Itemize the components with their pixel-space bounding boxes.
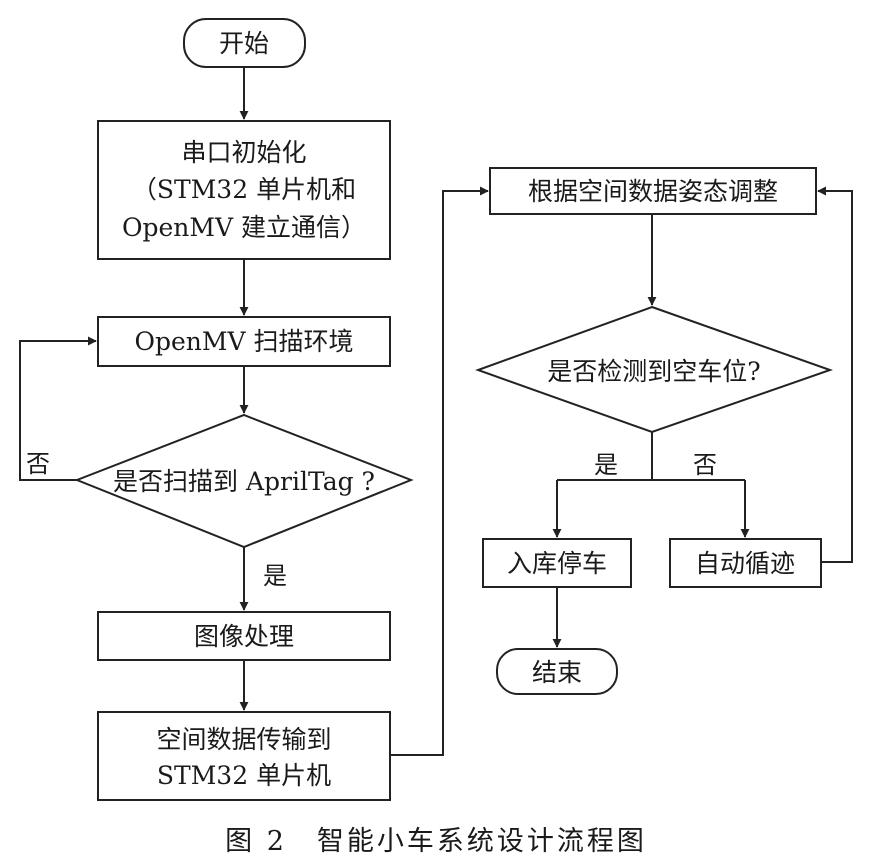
- node-adjust: 根据空间数据姿态调整: [489, 167, 817, 215]
- init-line-1: 串口初始化: [181, 138, 306, 167]
- edge-label-d2-yes: 是: [594, 451, 618, 479]
- process-transfer: [97, 711, 391, 801]
- process-image-label: 图像处理: [194, 622, 294, 651]
- process-follow: [669, 538, 822, 588]
- edge-label-d1-yes: 是: [263, 562, 287, 590]
- edge-label-d2-no: 否: [693, 451, 717, 479]
- park-label: 入库停车: [507, 549, 607, 578]
- edge-follow-loop: [817, 186, 853, 563]
- node-process-image: 图像处理: [97, 611, 391, 661]
- start-label: 开始: [219, 29, 269, 58]
- node-start: 开始: [183, 18, 306, 68]
- process-adjust: [489, 167, 817, 215]
- edge-label-d1-no: 否: [26, 450, 50, 478]
- decision-parking-space: [475, 305, 834, 434]
- process-image: [97, 611, 391, 661]
- init-line-3: OpenMV 建立通信）: [122, 213, 366, 242]
- init-line-2: （STM32 单片机和: [132, 175, 356, 204]
- process-park: [482, 538, 632, 588]
- edge-decision1-no-loop: [19, 336, 97, 481]
- edge-transfer-to-adjust: [390, 186, 489, 756]
- node-transfer: 空间数据传输到 STM32 单片机: [97, 711, 391, 801]
- process-scan: [97, 316, 391, 367]
- node-park: 入库停车: [482, 538, 632, 588]
- node-scan: OpenMV 扫描环境: [97, 316, 391, 367]
- edges: [19, 67, 853, 756]
- transfer-line-1: 空间数据传输到: [156, 725, 331, 754]
- decision1-label: 是否扫描到 AprilTag ?: [113, 467, 375, 496]
- follow-label: 自动循迹: [695, 549, 795, 578]
- transfer-line-2: STM32 单片机: [157, 761, 331, 790]
- node-end: 结束: [496, 648, 618, 695]
- scan-label: OpenMV 扫描环境: [135, 327, 354, 356]
- node-decision2: 是否检测到空车位?: [475, 305, 834, 434]
- node-follow: 自动循迹: [669, 538, 822, 588]
- figure-caption: 图 2 智能小车系统设计流程图: [225, 826, 647, 857]
- adjust-label: 根据空间数据姿态调整: [528, 177, 778, 206]
- decision2-label: 是否检测到空车位?: [547, 357, 760, 386]
- end-label: 结束: [532, 658, 582, 687]
- node-init: 串口初始化 （STM32 单片机和 OpenMV 建立通信）: [97, 120, 391, 260]
- decision-apriltag: [74, 413, 414, 549]
- terminator-end: [496, 648, 618, 695]
- node-decision1: 是否扫描到 AprilTag ?: [74, 413, 414, 549]
- terminator-start: [183, 18, 306, 68]
- process-init: [97, 120, 391, 260]
